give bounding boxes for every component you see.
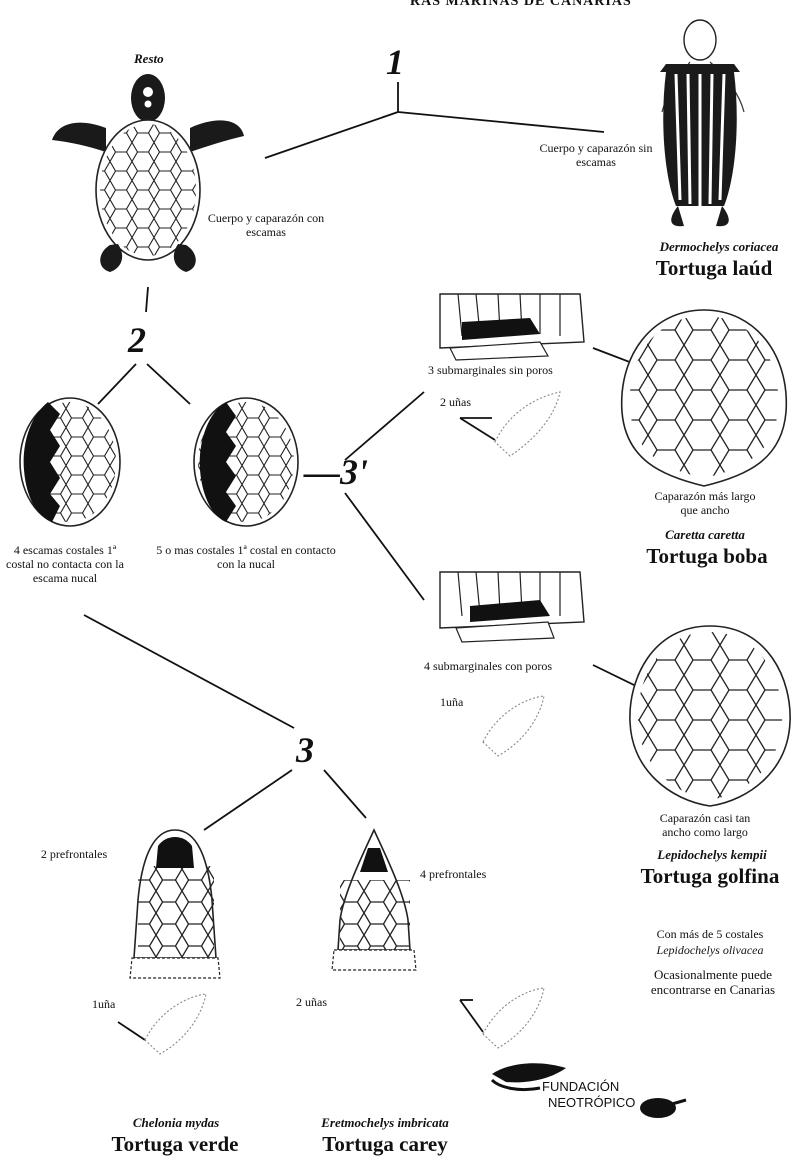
key-number-2: 2 (128, 320, 146, 361)
carapace-4-costales-icon (20, 398, 120, 526)
laud-species: Dermochelys coriacea (634, 240, 803, 255)
header-text: RAS MARINAS DE CANARIAS (410, 0, 632, 10)
resto-label: Cuerpo y caparazón con escamas (206, 212, 326, 240)
olivacea-line1: Con más de 5 costales (640, 928, 780, 942)
carey-claws: 2 uñas (296, 996, 327, 1010)
boba-label: Caparazón más largo que ancho (650, 490, 760, 518)
sub4-claws: 1uña (440, 696, 463, 710)
verde-species: Chelonia mydas (96, 1116, 256, 1131)
verde-common-name: Tortuga verde (90, 1132, 260, 1156)
sub4-label: 4 submarginales con poros (424, 660, 552, 674)
carey-common-name: Tortuga carey (300, 1132, 470, 1156)
verde-prefrontals: 2 prefrontales (34, 848, 114, 862)
caretta-carapace-icon (622, 310, 787, 486)
laud-label: Cuerpo y caparazón sin escamas (536, 142, 656, 170)
carapace-5-costales-icon (194, 398, 298, 526)
logo-line1: FUNDACIÓN (542, 1080, 619, 1095)
verde-claws: 1uña (92, 998, 115, 1012)
olivacea-note: Ocasionalmente puede encontrarse en Cana… (638, 968, 788, 998)
submarginals-3-icon (440, 294, 584, 360)
key-number-1: 1 (386, 42, 404, 83)
laud-common-name: Tortuga laúd (624, 256, 803, 280)
sub3-claws: 2 uñas (440, 396, 471, 410)
olivacea-line2: Lepidochelys olivacea (640, 944, 780, 958)
lepidochelys-carapace-icon (630, 626, 790, 806)
golfina-label: Caparazón casi tan ancho como largo (650, 812, 760, 840)
golfina-species: Lepidochelys kempii (632, 848, 792, 863)
five-costales-label: 5 o mas costales 1ª costal en contacto c… (156, 544, 336, 572)
submarginals-4-icon (440, 572, 584, 642)
boba-species: Caretta caretta (630, 528, 780, 543)
logo-line2: NEOTRÓPICO (548, 1096, 635, 1111)
carey-prefrontals: 4 prefrontales (420, 868, 486, 882)
key-number-3: 3 (296, 730, 314, 771)
resto-title: Resto (134, 52, 164, 67)
turtle-head-2-prefrontales-icon (130, 830, 220, 978)
key-number-3-prime: —3' (304, 452, 368, 493)
turtle-top-view-icon (52, 74, 244, 272)
boba-common-name: Tortuga boba (622, 544, 792, 568)
four-costales-label: 4 escamas costales 1ª costal no contacta… (0, 544, 130, 585)
turtle-head-4-prefrontales-icon (332, 830, 416, 970)
leatherback-turtle-icon (660, 20, 744, 226)
golfina-common-name: Tortuga golfina (620, 864, 800, 888)
sub3-label: 3 submarginales sin poros (428, 364, 553, 378)
carey-species: Eretmochelys imbricata (300, 1116, 470, 1131)
